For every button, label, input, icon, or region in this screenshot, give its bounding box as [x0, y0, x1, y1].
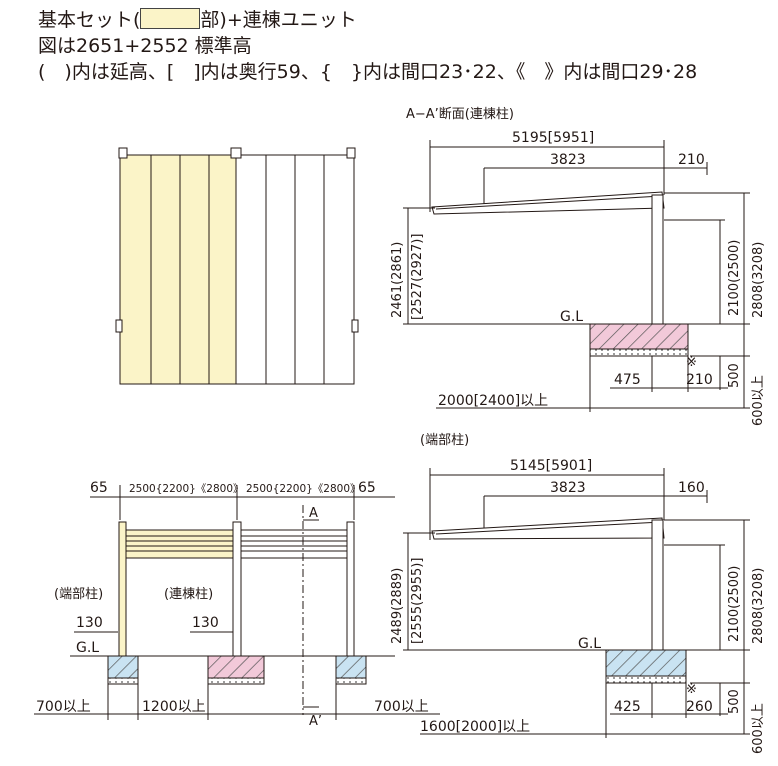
section-a-title: A−A’断面(連棟柱): [406, 107, 514, 122]
front-gl: G.L: [76, 640, 99, 656]
front-joint-130: 130: [192, 615, 219, 631]
section-a-max-height: 2808(3208): [751, 242, 766, 318]
section-a-overhang: 210: [678, 152, 705, 168]
front-bay-1: 2500{2200}《2800》: [129, 483, 244, 495]
front-right-edge: 65: [358, 480, 376, 496]
front-bay-2: 2500{2200}《2800》: [246, 483, 361, 495]
header-line-2: 図は2651+2552 標準高: [38, 35, 252, 57]
plan-view: [115, 147, 359, 385]
section-b-drawing: [403, 468, 750, 738]
section-b-height-total: 2489(2889): [390, 568, 405, 644]
front-end-130: 130: [76, 615, 103, 631]
front-joint-post-label: (連棟柱): [164, 587, 213, 602]
header-line-3: ( )内は延高、[ ]内は奥行59、{ }内は間口23･22、《 》内は間口29…: [38, 61, 698, 83]
front-elevation: [34, 485, 440, 720]
section-b-total-depth: 5145[5901]: [510, 458, 592, 474]
section-a-gl: G.L: [560, 309, 583, 325]
front-min-mid: 1200以上: [142, 699, 206, 715]
section-b-overhang: 160: [678, 480, 705, 496]
section-a-total-depth: 5195[5951]: [512, 130, 594, 146]
section-a-height-total: 2461(2861): [390, 242, 405, 318]
front-end-post-label: (端部柱): [54, 587, 103, 602]
section-a-height-deep: [2527(2927)]: [410, 234, 425, 320]
section-b-gl: G.L: [578, 636, 601, 652]
section-a-span: 3823: [550, 152, 586, 168]
section-b-post-height: 2100(2500): [727, 566, 742, 642]
section-a-clearance: 2000[2400]以上: [438, 393, 548, 409]
section-b-clearance: 1600[2000]以上: [420, 719, 530, 735]
section-a-note: ※: [686, 355, 697, 370]
header-line1-prefix: 基本セット(: [38, 9, 141, 31]
section-a-footing: 475: [614, 372, 641, 388]
section-b-height-deep: [2555(2955)]: [410, 558, 425, 644]
header-line1-suffix: 部)+連棟ユニット: [200, 9, 357, 31]
section-a-post-offset: 210: [686, 372, 713, 388]
section-b-max-height: 2808(3208): [751, 568, 766, 644]
section-b-footing: 425: [614, 699, 641, 715]
section-a-foundation-min: 600以上: [751, 375, 766, 426]
front-min-right: 700以上: [374, 699, 429, 715]
basic-set-swatch: [140, 8, 201, 29]
section-b-depth-min: 500: [727, 689, 742, 714]
section-b-foundation-min: 600以上: [751, 703, 766, 754]
section-a-post-height: 2100(2500): [727, 240, 742, 316]
front-min-left: 700以上: [36, 699, 91, 715]
section-marker-a: A: [309, 506, 318, 521]
plan-basic-set-panel: [119, 154, 237, 385]
section-a-depth-min: 500: [727, 363, 742, 388]
section-b-post-offset: 260: [686, 699, 713, 715]
front-left-edge: 65: [90, 480, 108, 496]
section-b-note: ※: [686, 682, 697, 697]
section-a-drawing: [403, 140, 750, 412]
section-b-title: (端部柱): [420, 433, 469, 448]
section-b-span: 3823: [550, 480, 586, 496]
header-line-1: 基本セット( 部)+連棟ユニット: [38, 8, 357, 31]
section-marker-a-prime: A’: [309, 714, 322, 729]
